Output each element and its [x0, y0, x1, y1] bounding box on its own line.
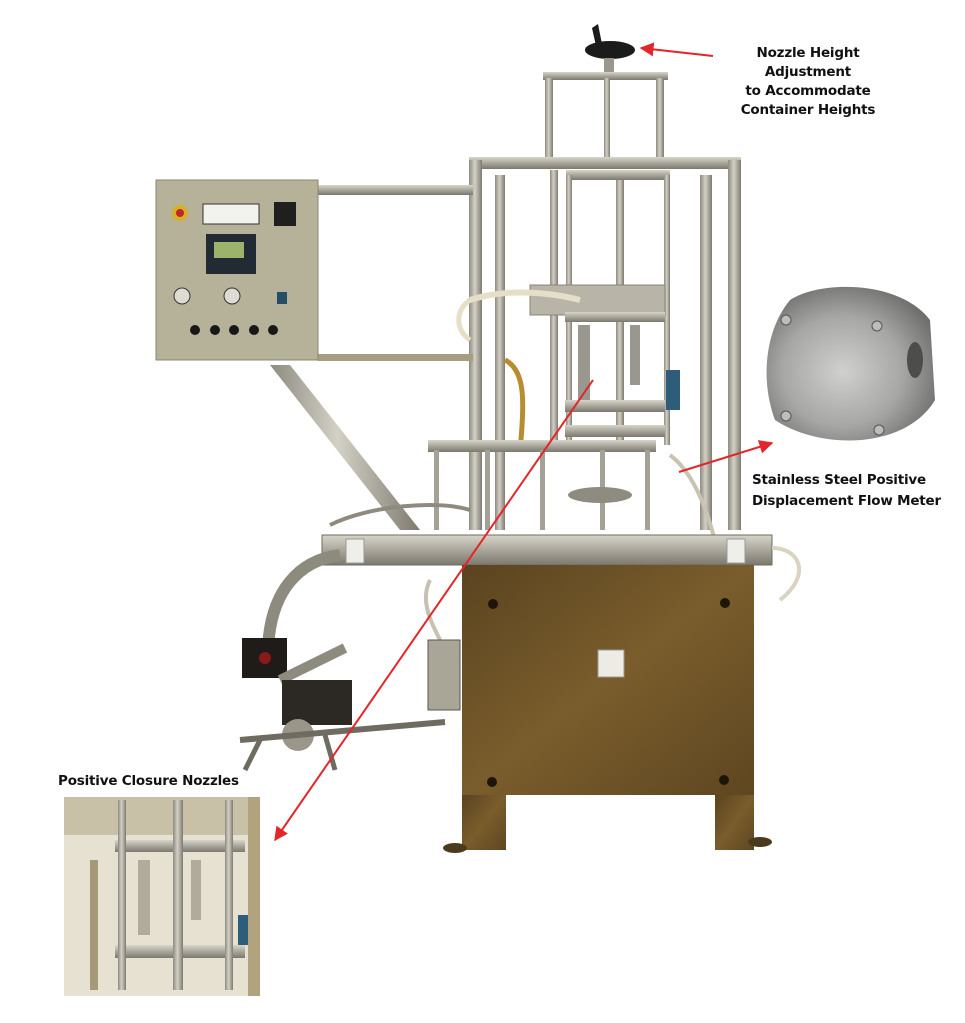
- callout-closure-nozzles-label: Positive Closure Nozzles: [58, 772, 258, 791]
- handwheel-icon: [585, 24, 635, 72]
- arrow-flow-meter: [678, 440, 774, 473]
- label-line: Stainless Steel Positive: [752, 472, 926, 488]
- control-panel: [155, 179, 319, 361]
- height-adjust-frame: [543, 24, 668, 160]
- label-line: Displacement Flow Meter: [752, 493, 941, 509]
- conveyor-table: [321, 503, 802, 602]
- callout-flow-meter-label: Stainless Steel Positive Displacement Fl…: [752, 470, 952, 512]
- callout-arrows: [274, 42, 774, 842]
- nozzle-carriage: [456, 170, 680, 451]
- pump-assembly: [239, 549, 461, 772]
- nozzle-inset-photo: [64, 797, 260, 996]
- label-line: Nozzle Height Adjustment: [756, 45, 860, 80]
- arrow-nozzle-height: [639, 42, 714, 57]
- label-line: to Accommodate: [745, 83, 871, 99]
- arrow-closure-nozzles: [274, 379, 594, 842]
- main-frame: [270, 157, 741, 530]
- flow-meter-photo: [766, 286, 935, 441]
- container-guide: [428, 440, 718, 546]
- callout-nozzle-height-label: Nozzle Height Adjustment to Accommodate …: [717, 44, 899, 120]
- base-cabinet: [443, 565, 772, 853]
- label-line: Container Heights: [740, 102, 876, 118]
- label-line: Positive Closure Nozzles: [58, 773, 239, 789]
